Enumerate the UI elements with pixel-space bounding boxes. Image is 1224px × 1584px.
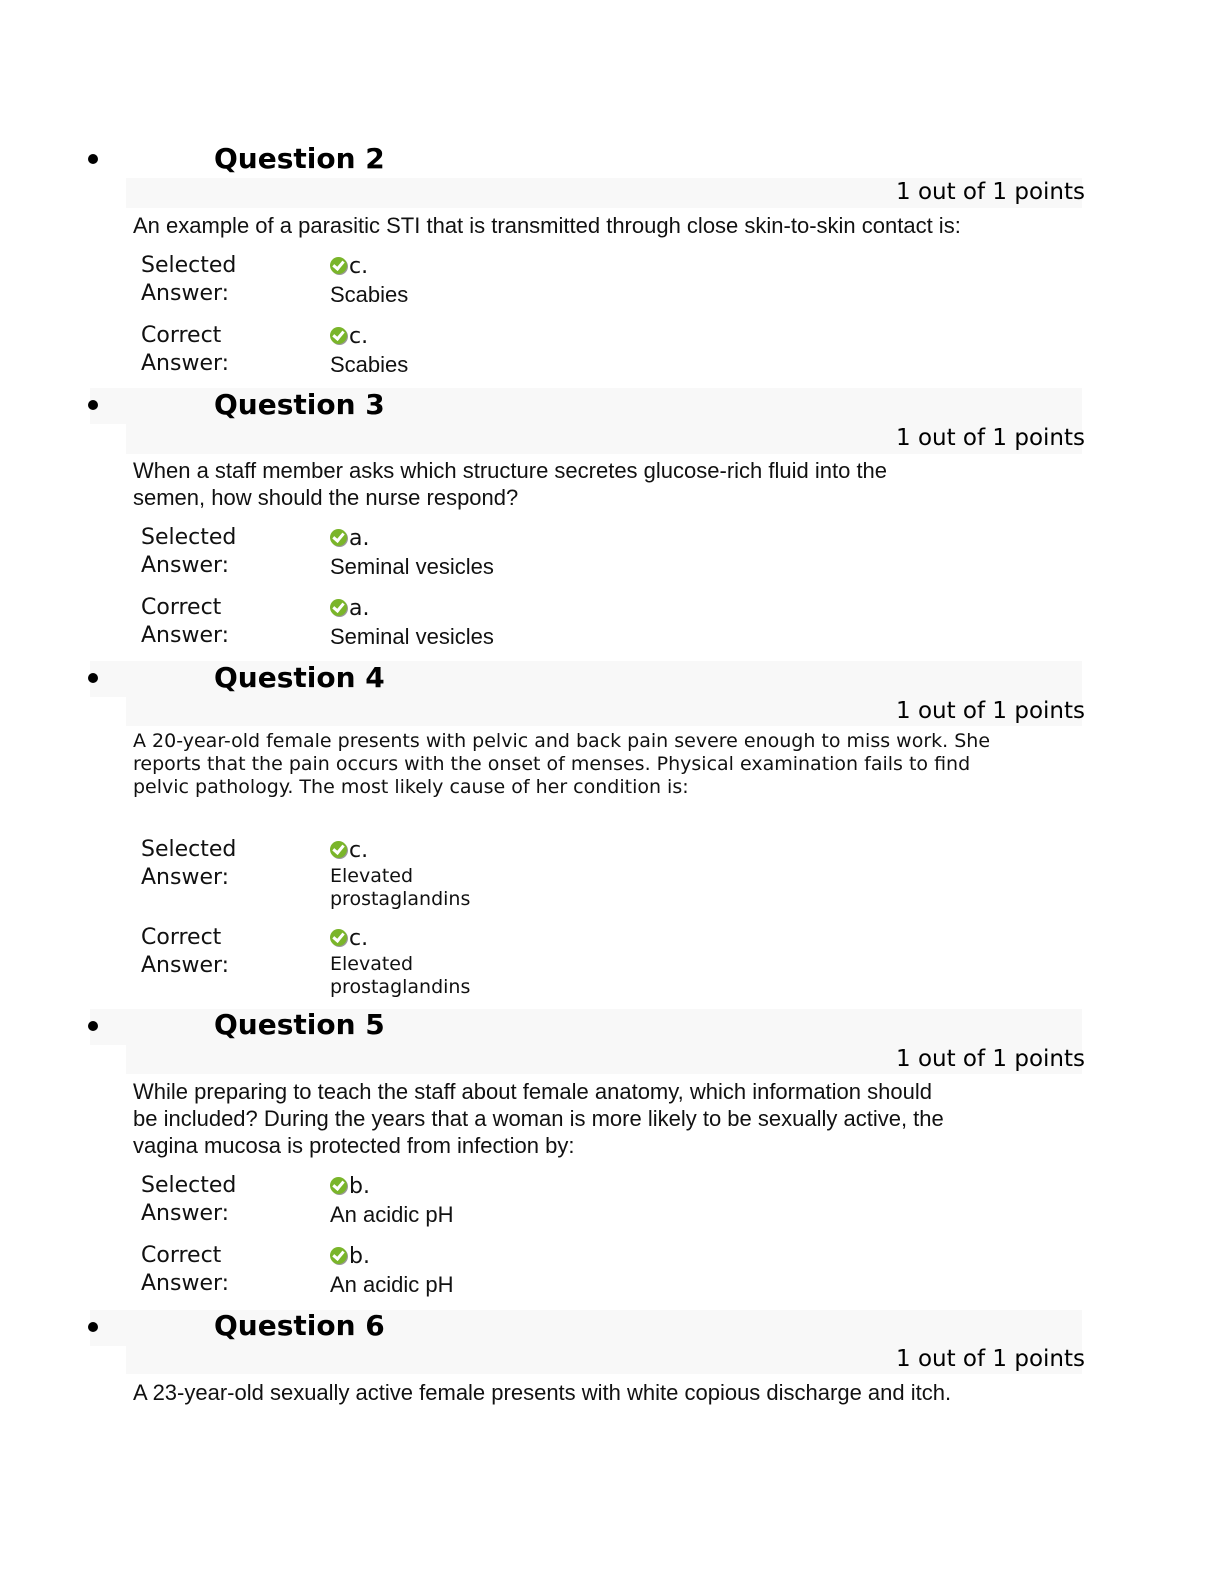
question-title: Question 5 bbox=[214, 1008, 385, 1041]
question-title: Question 4 bbox=[214, 661, 385, 694]
points-band bbox=[126, 1344, 1082, 1374]
check-circle-icon bbox=[330, 1247, 347, 1264]
points-score: 1 out of 1 points bbox=[896, 425, 1085, 451]
title-band bbox=[90, 1310, 1082, 1346]
check-circle-icon bbox=[330, 599, 347, 616]
bullet-icon bbox=[88, 400, 98, 410]
title-band bbox=[90, 1009, 1082, 1045]
question-title: Question 3 bbox=[214, 388, 385, 421]
title-band bbox=[90, 388, 1082, 424]
points-score: 1 out of 1 points bbox=[896, 1346, 1085, 1372]
points-score: 1 out of 1 points bbox=[896, 698, 1085, 724]
question-text: When a staff member asks which structure… bbox=[133, 458, 888, 510]
check-circle-icon bbox=[330, 929, 347, 946]
question-title: Question 6 bbox=[214, 1309, 385, 1342]
question-text: An example of a parasitic STI that is tr… bbox=[133, 213, 961, 238]
question-title: Question 2 bbox=[214, 142, 385, 175]
question-text: A 23-year-old sexually active female pre… bbox=[133, 1380, 952, 1405]
correct-answer: c. Elevated prostaglandins bbox=[330, 926, 471, 998]
check-circle-icon bbox=[330, 257, 347, 274]
selected-answer: c. Scabies bbox=[330, 254, 409, 307]
question-text: A 20-year-old female presents with pelvi… bbox=[133, 730, 991, 798]
points-band bbox=[126, 696, 1082, 726]
points-band bbox=[126, 424, 1082, 454]
bullet-icon bbox=[88, 1021, 98, 1031]
title-band bbox=[90, 661, 1082, 697]
check-circle-icon bbox=[330, 841, 347, 858]
correct-answer: b. An acidic pH bbox=[330, 1244, 454, 1297]
bullet-icon bbox=[88, 1322, 98, 1332]
check-circle-icon bbox=[330, 529, 347, 546]
selected-answer: a. Seminal vesicles bbox=[330, 526, 494, 579]
selected-answer: b. An acidic pH bbox=[330, 1174, 454, 1227]
check-circle-icon bbox=[330, 327, 347, 344]
points-score: 1 out of 1 points bbox=[896, 179, 1085, 205]
points-band bbox=[126, 178, 1082, 208]
correct-answer: a. Seminal vesicles bbox=[330, 596, 494, 649]
selected-answer: c. Elevated prostaglandins bbox=[330, 838, 471, 910]
bullet-icon bbox=[88, 673, 98, 683]
correct-answer: c. Scabies bbox=[330, 324, 409, 377]
question-text: While preparing to teach the staff about… bbox=[133, 1079, 944, 1158]
points-score: 1 out of 1 points bbox=[896, 1046, 1085, 1072]
check-circle-icon bbox=[330, 1177, 347, 1194]
bullet-icon bbox=[88, 154, 98, 164]
points-band bbox=[126, 1044, 1082, 1074]
